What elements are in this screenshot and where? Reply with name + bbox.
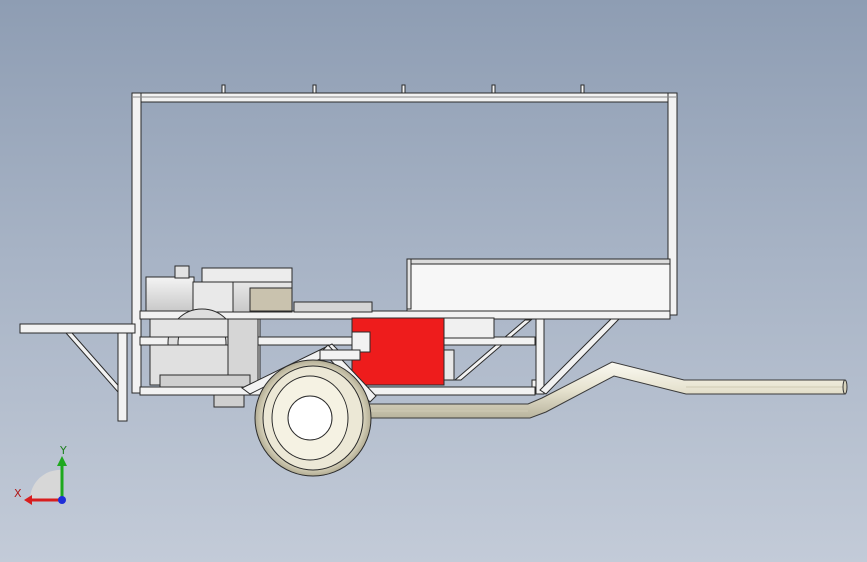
rail-stud: [401, 84, 406, 94]
rail-stud: [491, 84, 496, 94]
rail-stud: [312, 84, 317, 94]
z-axis-dot: [58, 496, 66, 504]
wheel: [254, 359, 372, 477]
triad-plane: [29, 469, 62, 500]
storage-box: [406, 258, 671, 316]
y-axis-label: Y: [59, 444, 67, 457]
canopy-left-post: [131, 92, 142, 394]
engine: [145, 265, 373, 408]
canopy-frame: [131, 84, 678, 394]
fuel-tank: [351, 317, 495, 386]
right-bracing: [453, 317, 622, 395]
left-shelf: [19, 323, 136, 422]
x-axis-label: X: [14, 487, 22, 500]
y-axis-arrowhead: [57, 456, 67, 466]
canopy-right-post: [667, 92, 678, 316]
x-axis-arrowhead: [24, 495, 32, 505]
orientation-triad: Y X: [14, 444, 67, 505]
rail-stud: [221, 84, 226, 94]
tow-bar: [359, 361, 848, 419]
rail-stud: [580, 84, 585, 94]
